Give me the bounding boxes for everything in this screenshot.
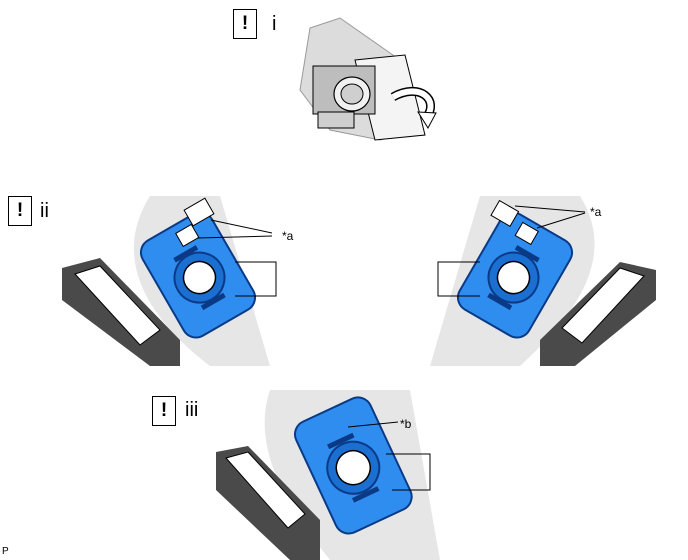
callout-a-view-b: *a: [590, 205, 602, 219]
warning-icon: !: [152, 396, 176, 426]
callout-b: *b: [400, 417, 412, 431]
figure-code: P: [2, 546, 9, 557]
step-number-ii: ii: [40, 200, 49, 222]
warning-icon: !: [233, 9, 257, 39]
warning-icon: !: [8, 196, 32, 226]
step-number-iii: iii: [185, 399, 199, 421]
step-number-i: i: [272, 13, 277, 35]
callout-a-view-a: *a: [282, 229, 294, 243]
